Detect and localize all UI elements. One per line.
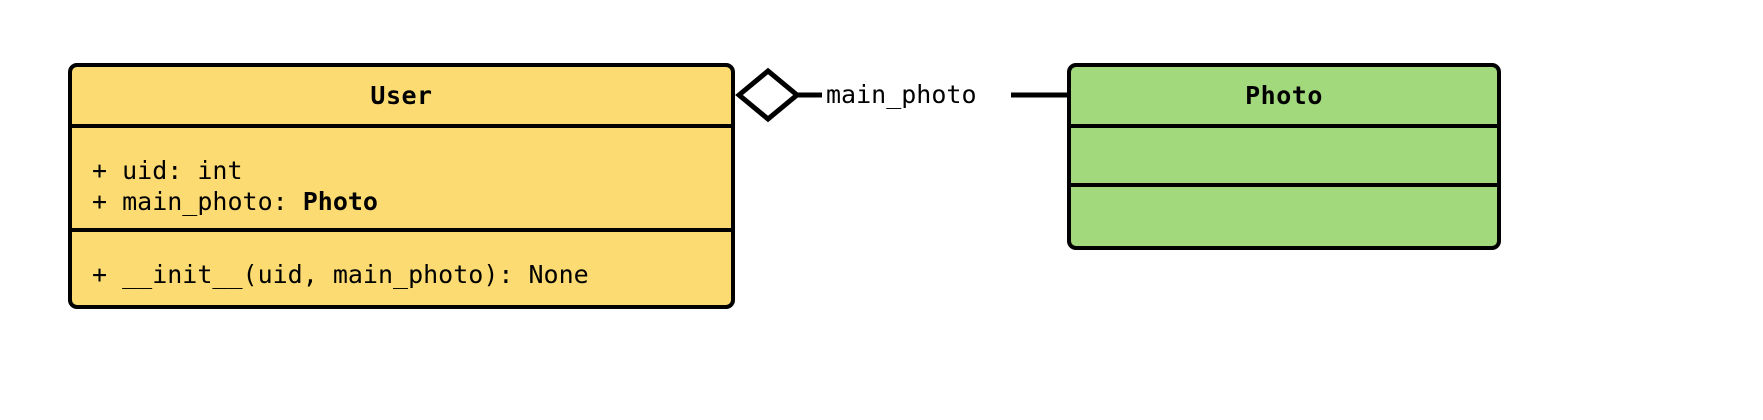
class-user-methods-compartment: + __init__(uid, main_photo): None (72, 228, 731, 301)
class-user-method-list: + __init__(uid, main_photo): None (72, 232, 731, 305)
aggregation-diamond-icon (735, 67, 801, 123)
class-photo-title: Photo (1245, 81, 1323, 110)
relationship-user-photo[interactable]: main_photo (730, 60, 1075, 132)
class-user-title: User (370, 81, 433, 110)
class-user-attribute-main-photo-prefix: + main_photo: (92, 187, 303, 216)
class-user-attribute-main-photo-type: Photo (302, 187, 378, 216)
class-user-attributes-compartment: + uid: int + main_photo: Photo (72, 124, 731, 228)
uml-class-photo[interactable]: Photo (1067, 63, 1501, 250)
relationship-label-main-photo: main_photo (822, 77, 981, 113)
uml-class-user[interactable]: User + uid: int + main_photo: Photo + __… (68, 63, 735, 309)
aggregation-connector (735, 67, 1067, 123)
class-photo-attributes-compartment (1071, 124, 1497, 183)
class-user-method-init: + __init__(uid, main_photo): None (92, 260, 589, 289)
class-user-attribute-uid: + uid: int (92, 156, 243, 185)
class-user-attribute-main-photo: + main_photo: Photo (92, 186, 713, 217)
class-photo-methods-compartment (1071, 183, 1497, 243)
class-user-attribute-list: + uid: int + main_photo: Photo (72, 128, 731, 244)
class-photo-method-list (1071, 187, 1497, 246)
